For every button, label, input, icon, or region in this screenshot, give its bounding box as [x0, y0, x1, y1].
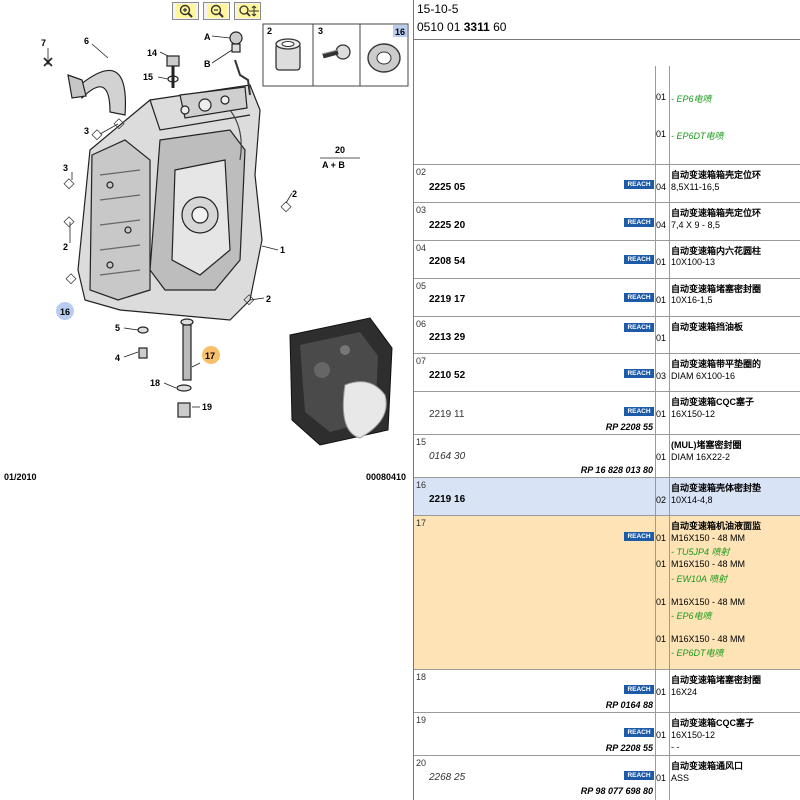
replacement-ref[interactable]: RP 0164 88 [605, 700, 653, 710]
fit-view-button[interactable] [234, 2, 261, 20]
callout-16-highlight [56, 302, 74, 320]
callout-16: 16 [60, 307, 70, 317]
callout-3-left: 3 [63, 163, 68, 173]
table-row[interactable]: 04 2208 54 REACH 01 自动变速箱内六花圆柱 10X100-13 [414, 241, 800, 279]
reach-badge: REACH [624, 532, 654, 541]
table-row[interactable]: 06 2213 29 REACH 01 自动变速箱挡油板 [414, 317, 800, 354]
table-row[interactable]: 01 - EP6电喷 01 - EP6DT电喷 [414, 66, 800, 165]
table-row-selected[interactable]: 16 2219 16 02 自动变速箱壳体密封垫 10X14-4,8 [414, 478, 800, 516]
replacement-ref[interactable]: RP 2208 55 [605, 743, 653, 753]
callout-2-right: 2 [292, 189, 297, 199]
gearbox-housing-drawing [67, 31, 263, 418]
inset-label-16: 16 [395, 27, 405, 37]
part-ref[interactable]: 2219 16 [429, 494, 466, 505]
callout-2-left: 2 [63, 242, 68, 252]
table-row[interactable]: 15 0164 30 RP 16 828 013 80 01 (MUL)堵塞密封… [414, 435, 800, 478]
reach-badge: REACH [624, 369, 654, 378]
table-row[interactable]: 19 REACH RP 2208 55 01 自动变速箱CQC塞子 16X150… [414, 713, 800, 756]
table-row[interactable]: 02 2225 05 REACH 04 自动变速箱箱壳定位环 8,5X11-16… [414, 165, 800, 203]
diagram-panel: 2 3 16 [4, 2, 409, 482]
fit-view-icon [236, 4, 259, 18]
part-ref[interactable]: 2213 29 [429, 332, 466, 343]
exploded-parts-diagram: 2 3 16 [4, 23, 409, 482]
callout-3-upper: 3 [84, 126, 89, 136]
zoom-out-icon [206, 4, 227, 18]
reach-badge: REACH [624, 323, 654, 332]
part-ref[interactable]: 2225 20 [429, 220, 466, 231]
table-row-highlighted[interactable]: 17 REACH 自动变速箱机油液面监 01 M16X150 - 48 MM -… [414, 516, 800, 670]
callout-17-highlight [202, 346, 220, 364]
callout-2-lower: 2 [266, 294, 271, 304]
reach-badge: REACH [624, 728, 654, 737]
reach-badge: REACH [624, 771, 654, 780]
callout-4: 4 [115, 353, 120, 363]
reach-badge: REACH [624, 685, 654, 694]
reach-badge: REACH [624, 180, 654, 189]
callout-18: 18 [150, 378, 160, 388]
diagram-code: 00080410 [366, 472, 406, 482]
table-row[interactable]: 2219 11 REACH RP 2208 55 01 自动变速箱CQC塞子 1… [414, 392, 800, 435]
callout-6: 6 [84, 36, 89, 46]
callout-14: 14 [147, 48, 157, 58]
zoom-out-button[interactable] [203, 2, 230, 20]
callout-A: A [204, 32, 211, 42]
part-ref[interactable]: 2219 17 [429, 294, 466, 305]
reach-badge: REACH [624, 218, 654, 227]
assembly-preview-image [289, 317, 393, 446]
zoom-toolbar [172, 2, 261, 22]
reach-badge: REACH [624, 407, 654, 416]
table-row[interactable]: 18 REACH RP 0164 88 01 自动变速箱堵塞密封圈 16X24 [414, 670, 800, 713]
table-row[interactable]: 05 2219 17 REACH 01 自动变速箱堵塞密封圈 10X16-1,5 [414, 279, 800, 317]
callout-20: 20 [335, 145, 345, 155]
callout-1: 1 [280, 245, 285, 255]
panel-divider[interactable] [413, 0, 414, 800]
replacement-ref[interactable]: RP 2208 55 [605, 422, 653, 432]
callout-5: 5 [115, 323, 120, 333]
zoom-in-button[interactable] [172, 2, 199, 20]
zoom-in-icon [175, 4, 196, 18]
callout-20-sub: A + B [322, 160, 345, 170]
part-ref[interactable]: 0164 30 [429, 451, 466, 462]
part-ref[interactable]: 2219 11 [429, 409, 465, 420]
replacement-ref[interactable]: RP 98 077 698 80 [580, 786, 653, 796]
table-row[interactable]: 07 2210 52 REACH 03 自动变速箱带平垫圈的 DIAM 6X10… [414, 354, 800, 392]
parts-list-header: 15-10-5 0510 01 3311 60 [414, 0, 800, 40]
callout-17: 17 [205, 351, 215, 361]
part-ref[interactable]: 2268 25 [429, 772, 466, 783]
table-row[interactable]: 20 2268 25 REACH RP 98 077 698 80 01 自动变… [414, 756, 800, 800]
section-code: 15-10-5 [417, 2, 459, 16]
parts-list-panel: 15-10-5 0510 01 3311 60 01 - EP6电喷 01 - … [414, 0, 800, 800]
inset-label-2: 2 [267, 26, 272, 36]
callout-19: 19 [202, 402, 212, 412]
table-row[interactable]: 03 2225 20 REACH 04 自动变速箱箱壳定位环 7,4 X 9 -… [414, 203, 800, 241]
part-ref[interactable]: 2208 54 [429, 256, 466, 267]
catalog-ref: 0510 01 3311 60 [417, 20, 507, 34]
inset-label-3: 3 [318, 26, 323, 36]
diagram-date: 01/2010 [4, 472, 37, 482]
callout-B: B [204, 59, 211, 69]
inset-parts-panel [262, 23, 409, 87]
part-ref[interactable]: 2225 05 [429, 182, 466, 193]
callout-15: 15 [143, 72, 153, 82]
reach-badge: REACH [624, 293, 654, 302]
callout-leaders [43, 35, 360, 408]
part-ref[interactable]: 2210 52 [429, 370, 466, 381]
callout-7: 7 [41, 38, 46, 48]
replacement-ref[interactable]: RP 16 828 013 80 [580, 465, 653, 475]
reach-badge: REACH [624, 255, 654, 264]
